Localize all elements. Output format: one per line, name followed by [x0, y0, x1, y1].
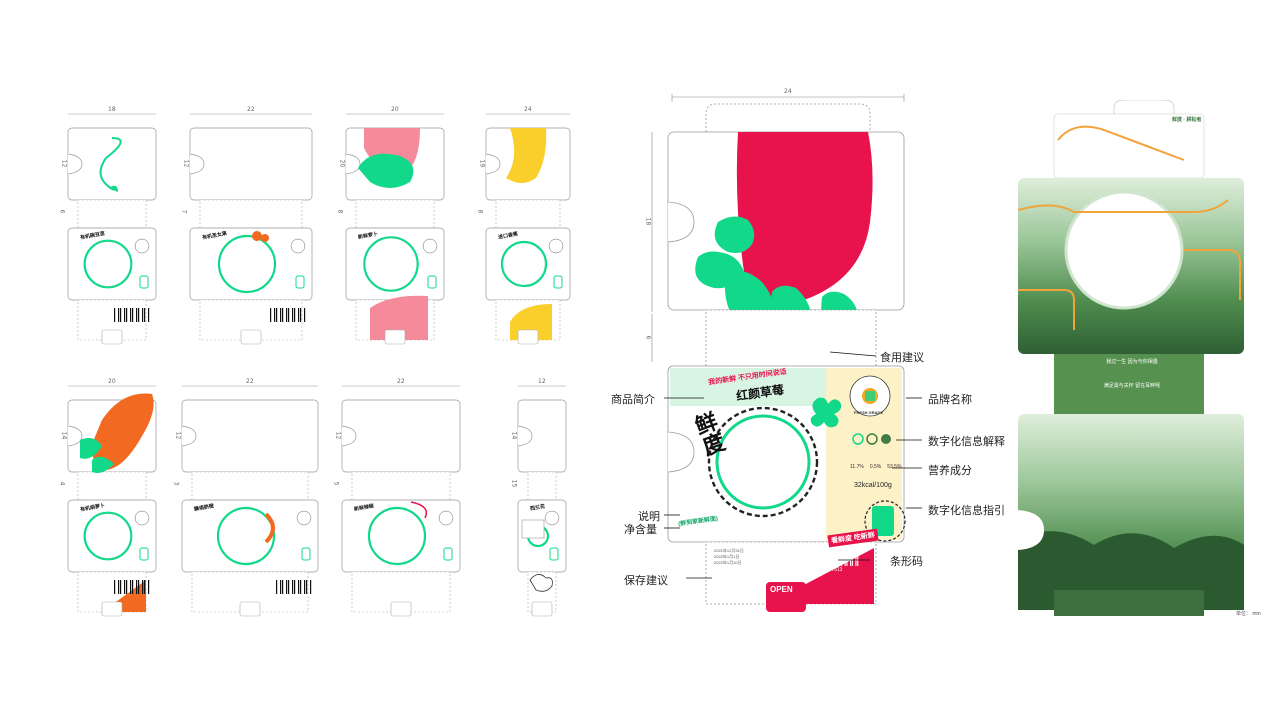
- brand-circle-text: FRESH GRADE: [854, 410, 884, 415]
- template-dim-width: 12: [538, 378, 546, 385]
- nutrition-values: 11.7% 0.5% 53.5%: [850, 464, 901, 470]
- template-dim-width: 22: [397, 378, 405, 385]
- label-nutrition: 营养成分: [928, 465, 972, 477]
- label-net-weight: 净含量: [624, 524, 657, 536]
- label-barcode: 条形码: [890, 556, 923, 568]
- back-panel: 鲜度 · 耕耘者 我过一生 因为与你相遇 满足需与关怀 留在耳畔呢: [1014, 99, 1250, 620]
- dim-width: 24: [784, 88, 792, 95]
- barcode-numbers: 5130 7513: [816, 567, 843, 573]
- strawberry-body: [736, 132, 873, 303]
- label-storage: 保存建议: [624, 575, 668, 587]
- template-svg: [181, 385, 319, 617]
- template-svg: [517, 385, 567, 617]
- template-dim-width: 18: [108, 106, 116, 113]
- template-svg: [67, 113, 157, 345]
- window-circle: [715, 414, 811, 510]
- label-digital-info: 数字化信息解释: [928, 436, 1005, 448]
- label-description: 说明: [638, 511, 660, 523]
- template-dim-width: 22: [247, 106, 255, 113]
- template-svg: [345, 113, 445, 345]
- label-serving: 食用建议: [880, 352, 924, 364]
- label-intro: 商品简介: [611, 394, 655, 406]
- main-package-svg: [651, 94, 906, 612]
- date-item: 2022年1月10日: [714, 560, 742, 565]
- calories: 32kcal/100g: [854, 482, 892, 489]
- clover-icon: [810, 397, 842, 428]
- template-dim-width: 20: [108, 378, 116, 385]
- label-brand-name: 品牌名称: [928, 394, 972, 406]
- date-item: 2022年1月1日: [714, 554, 740, 559]
- barcode: [814, 552, 859, 566]
- main-package: 24 18 6 我的新鲜 不只用时间说话 红颜草莓 鲜度 FRESH GRADE…: [644, 88, 948, 632]
- nutrition-value: 53.5%: [887, 464, 902, 470]
- template-svg: [485, 113, 571, 345]
- date-item: 2021年12月31日: [714, 548, 744, 553]
- nutrition-value: 0.5%: [869, 464, 882, 470]
- nutrition-value: 11.7%: [850, 464, 864, 470]
- leaf-shape: [714, 216, 755, 253]
- template-svg: [189, 113, 313, 345]
- unit-note: 单位： mm: [1236, 611, 1261, 617]
- date-list: 2021年12月31日 2022年1月1日 2022年1月10日: [714, 548, 744, 566]
- back-panel-svg: [1017, 99, 1244, 616]
- template-dim-width: 24: [524, 106, 532, 113]
- template-dim-width: 20: [391, 106, 399, 113]
- open-label[interactable]: OPEN: [770, 585, 793, 594]
- template-svg: [341, 385, 461, 617]
- open-tab[interactable]: [766, 582, 806, 612]
- template-svg: [67, 385, 157, 617]
- back-window: [1064, 190, 1184, 310]
- back-quote-1: 我过一生 因为与你相遇: [1106, 359, 1158, 365]
- template-dim-width: 22: [246, 378, 254, 385]
- phone-icon: [872, 506, 894, 536]
- back-top-tag: 鲜度 · 耕耘者: [1172, 117, 1202, 123]
- label-digital-guide: 数字化信息指引: [928, 505, 1005, 517]
- back-quote-2: 满足需与关怀 留在耳畔呢: [1103, 383, 1161, 389]
